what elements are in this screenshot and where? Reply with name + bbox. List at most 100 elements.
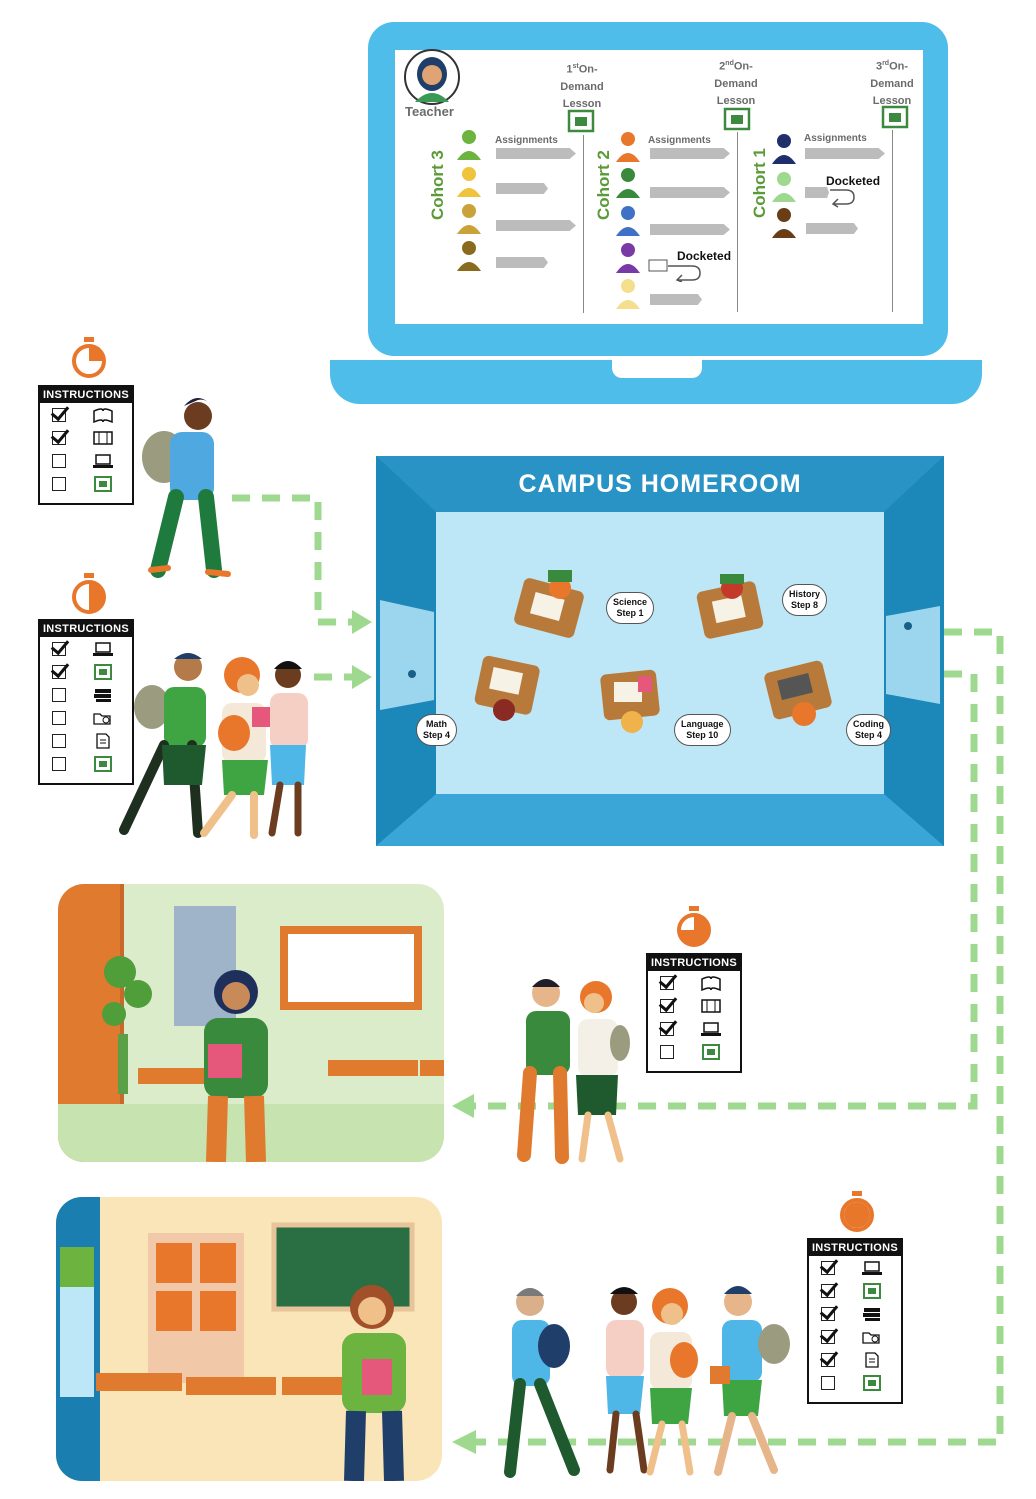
- assignment-progress-bar: [496, 220, 576, 231]
- assignment-progress-bar: [806, 223, 858, 234]
- lesson-2-label: 2ndOn- Demand Lesson: [714, 60, 758, 107]
- cube-icon: [863, 1282, 881, 1299]
- assignment-progress-bar: [650, 187, 730, 198]
- walking-students-four-illustration: [504, 1286, 790, 1478]
- two-students-illustration: [517, 979, 630, 1164]
- assignment-progress-bar: [496, 148, 576, 159]
- teacher-avatar-icon: [404, 49, 460, 105]
- laptop-notch: [612, 360, 702, 378]
- checkbox-checked: [821, 1260, 835, 1275]
- homeroom-left-door: [380, 600, 434, 710]
- timer-icon: [677, 906, 711, 947]
- assignment-progress-bar: [496, 183, 548, 194]
- checkbox-unchecked: [52, 710, 66, 725]
- student-avatar-icon: [616, 168, 640, 198]
- student-avatar-icon: [772, 172, 796, 202]
- instructions-title: INSTRUCTIONS: [648, 955, 740, 971]
- checkbox-checked: [52, 641, 66, 656]
- checkbox-unchecked: [52, 756, 66, 771]
- student-avatar-icon: [616, 206, 640, 236]
- laptop-icon: [93, 641, 113, 656]
- student-avatar-icon: [457, 167, 481, 197]
- checkbox-unchecked: [52, 476, 66, 491]
- assignment-progress-bar: [650, 294, 702, 305]
- classroom-2: [56, 1197, 442, 1481]
- instructions-title: INSTRUCTIONS: [809, 1240, 901, 1256]
- instructions-card-3: INSTRUCTIONS: [646, 953, 742, 1073]
- timer-icon: [72, 573, 106, 614]
- document-icon: [96, 732, 110, 749]
- folder-search-icon: [93, 712, 111, 725]
- book-icon: [93, 407, 113, 423]
- docketed-return-arrow-icon: [830, 189, 855, 208]
- checkbox-checked: [660, 998, 674, 1013]
- cohort-3-assignments-label: Assignments: [495, 135, 558, 146]
- homeroom-floor: [436, 512, 884, 794]
- student-desk-language: [600, 669, 660, 733]
- timer-icon: [72, 337, 106, 378]
- checkbox-checked: [821, 1352, 835, 1367]
- checkbox-unchecked: [52, 687, 66, 702]
- docketed-return-arrow-icon: [648, 259, 701, 282]
- book-icon: [701, 975, 721, 991]
- student-avatar-icon: [457, 241, 481, 271]
- laptop-icon: [93, 453, 113, 468]
- film-icon: [93, 430, 113, 445]
- assignment-progress-bar: [496, 257, 548, 268]
- student-avatar-icon: [457, 204, 481, 234]
- checkbox-checked: [821, 1306, 835, 1321]
- lesson-divider-2: [737, 132, 738, 312]
- checkbox-unchecked: [821, 1375, 835, 1390]
- folder-search-icon: [862, 1331, 880, 1344]
- student-avatar-icon: [772, 134, 796, 164]
- timer-icon: [840, 1191, 874, 1232]
- assignment-progress-bar: [650, 148, 730, 159]
- homeroom-title: CAMPUS HOMEROOM: [518, 470, 802, 498]
- student-avatar-icon: [772, 208, 796, 238]
- lesson-1-label: 1stOn- Demand Lesson: [560, 63, 604, 110]
- assignment-progress-bar: [650, 224, 730, 235]
- teacher-label: Teacher: [405, 104, 454, 119]
- student-avatar-icon: [457, 130, 481, 160]
- student-desk-coding: [764, 660, 832, 726]
- student-desk-history: [696, 574, 764, 639]
- student-avatar-icon: [616, 132, 640, 162]
- cube-icon: [94, 475, 112, 492]
- homeroom-right-door: [886, 606, 940, 704]
- checkbox-unchecked: [52, 453, 66, 468]
- classroom-2-scene: [56, 1197, 415, 1481]
- cohort-2-docketed-label: Docketed: [677, 249, 732, 263]
- instructions-card-2: INSTRUCTIONS: [38, 619, 134, 785]
- student-avatar-icon: [616, 243, 640, 273]
- cohort-1-docketed-label: Docketed: [826, 174, 881, 188]
- cohort-2-assignments-label: Assignments: [648, 135, 711, 146]
- checkbox-checked: [52, 430, 66, 445]
- student-desk-math: [474, 655, 540, 721]
- books-icon: [94, 688, 111, 702]
- walking-students-group-illustration: [119, 653, 308, 839]
- lesson-2-cube-icon: [723, 107, 751, 131]
- checkbox-checked: [821, 1283, 835, 1298]
- lesson-3-label: 3rdOn- Demand Lesson: [870, 60, 914, 107]
- cube-icon: [702, 1043, 720, 1060]
- checkbox-checked: [660, 975, 674, 990]
- checkbox-checked: [821, 1329, 835, 1344]
- checkbox-checked: [660, 1021, 674, 1036]
- student-avatar-icon: [616, 279, 640, 309]
- instructions-title: INSTRUCTIONS: [40, 387, 132, 403]
- laptop-icon: [701, 1021, 721, 1036]
- instructions-card-1: INSTRUCTIONS: [38, 385, 134, 505]
- checkbox-checked: [52, 407, 66, 422]
- lesson-3-cube-icon: [881, 105, 909, 129]
- cube-icon: [94, 663, 112, 680]
- student-desk-science: [514, 570, 584, 638]
- assignment-progress-bar: [805, 187, 829, 198]
- books-icon: [863, 1307, 880, 1321]
- lesson-1-cube-icon: [567, 109, 595, 133]
- film-icon: [701, 998, 721, 1013]
